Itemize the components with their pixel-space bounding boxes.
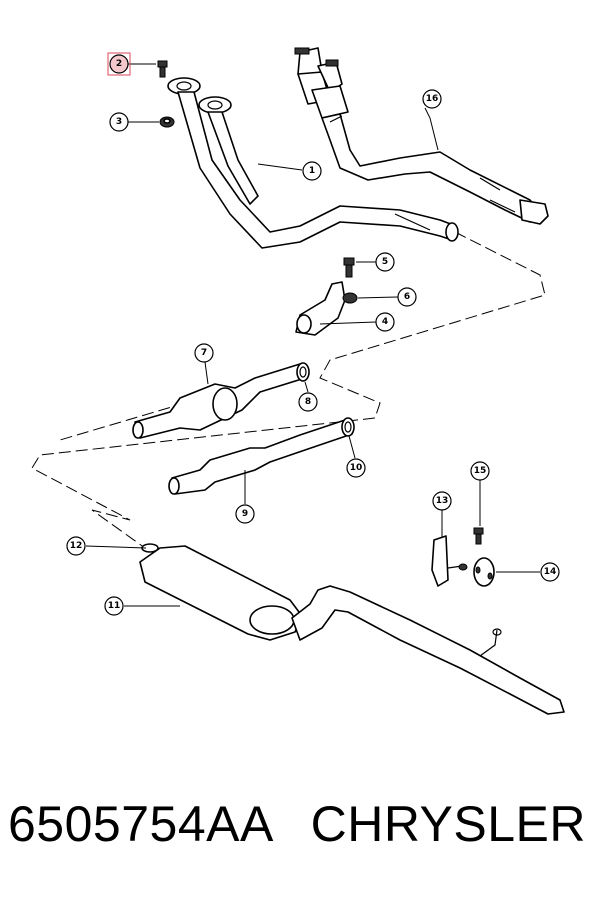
callout-9-label: 9 [242, 509, 248, 519]
intermediate-pipe-converter [132, 362, 310, 439]
callout-1: 1 [302, 161, 322, 181]
callout-11-label: 11 [108, 601, 121, 611]
callout-4: 4 [375, 312, 395, 332]
callout-10: 10 [346, 458, 366, 478]
brand-name: CHRYSLER [310, 796, 586, 852]
muffler-tailpipe [139, 543, 565, 715]
callout-10-label: 10 [350, 463, 363, 473]
callout-15-label: 15 [474, 466, 487, 476]
callout-3: 3 [109, 112, 129, 132]
callout-5: 5 [375, 252, 395, 272]
part-number: 6505754AA [8, 796, 274, 852]
callout-9: 9 [235, 504, 255, 524]
callout-4-label: 4 [382, 317, 388, 327]
flange-bolt [157, 60, 168, 78]
assembly-path-dashed [31, 231, 546, 549]
callout-12-label: 12 [70, 541, 83, 551]
callout-16: 16 [422, 89, 442, 109]
hanger-bracket [295, 257, 358, 336]
callout-1-label: 1 [309, 166, 315, 176]
callout-2-label: 2 [116, 59, 122, 69]
callout-12: 12 [66, 536, 86, 556]
callout-6-label: 6 [404, 292, 410, 302]
intermediate-pipe [168, 417, 355, 495]
callouts: 2 3 1 16 5 6 4 7 [66, 52, 560, 616]
callout-8-label: 8 [305, 397, 311, 407]
callout-7-label: 7 [201, 348, 207, 358]
leader-lines [85, 63, 540, 607]
exhaust-system-diagram: 2 3 1 16 5 6 4 7 [31, 47, 565, 715]
catalytic-converter-assembly [294, 47, 549, 225]
callout-13: 13 [432, 491, 452, 511]
callout-2: 2 [107, 52, 131, 76]
callout-13-label: 13 [436, 496, 449, 506]
callout-7: 7 [194, 343, 214, 363]
callout-5-label: 5 [382, 257, 388, 267]
callout-11: 11 [104, 596, 124, 616]
callout-8: 8 [298, 392, 318, 412]
callout-6: 6 [397, 287, 417, 307]
footer-caption: 6505754AA CHRYSLER [0, 795, 600, 865]
flange-nut [159, 116, 175, 128]
front-exhaust-pipe [167, 77, 459, 249]
callout-14-label: 14 [544, 567, 557, 577]
callout-16-label: 16 [426, 94, 439, 104]
callout-15: 15 [470, 461, 490, 481]
callout-3-label: 3 [116, 117, 122, 127]
callout-14: 14 [540, 562, 560, 582]
tailpipe-hanger [431, 527, 495, 587]
